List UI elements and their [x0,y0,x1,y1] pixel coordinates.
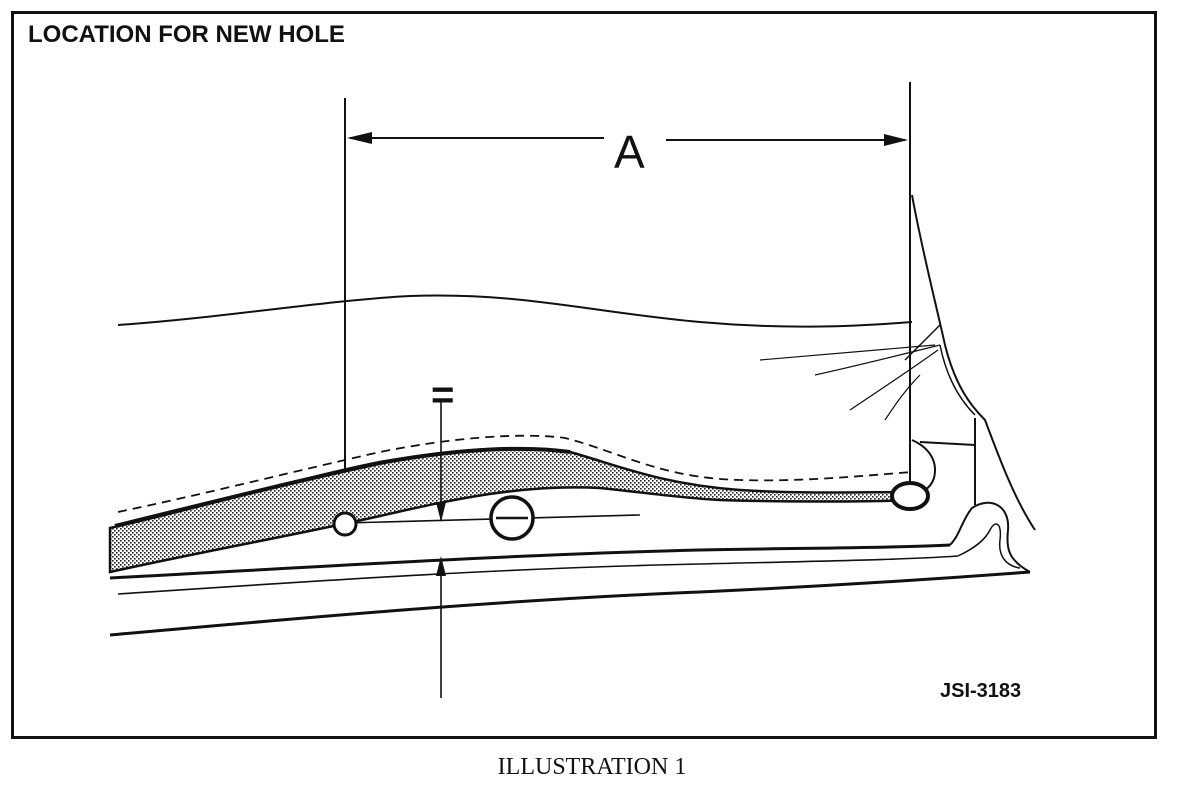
existing-hole-left [332,511,358,537]
pillar-edge [911,194,1036,531]
reference-code: JSI-3183 [940,680,1022,702]
dimension-a-arrow [347,132,908,146]
new-hole-location [489,495,535,541]
equal-marker: = [431,373,454,417]
flange-line-1 [109,543,951,580]
diagram-frame [11,11,1157,739]
flange-line-2 [117,555,959,595]
flange-line-3 [109,570,1031,637]
panel-top-contour [117,294,913,328]
existing-hole-right [890,481,930,511]
illustration-caption: ILLUSTRATION 1 [497,754,687,780]
panel-title: LOCATION FOR NEW HOLE [28,21,345,48]
dimension-a-label: A [614,126,645,178]
